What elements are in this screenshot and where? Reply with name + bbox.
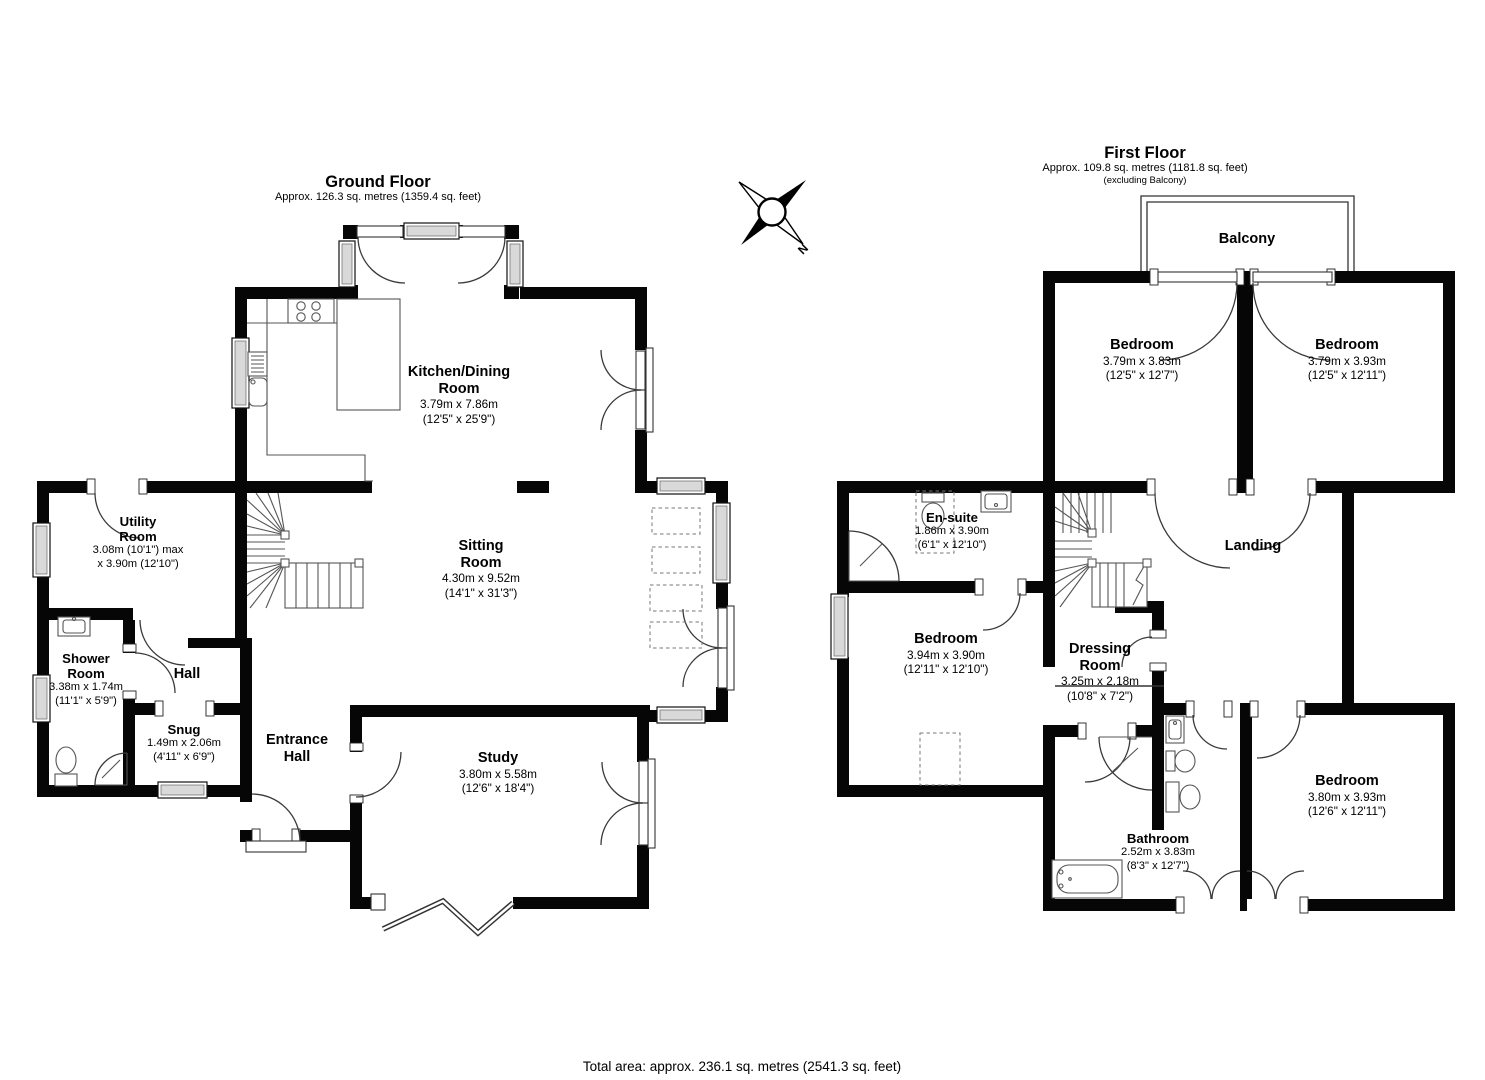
- ground-doors: [86, 225, 735, 911]
- room-label-bedroom-nw: Bedroom 3.79m x 3.83m (12'5" x 12'7"): [1102, 337, 1182, 383]
- room-label-kitchen: Kitchen/Dining Room 3.79m x 7.86m (12'5"…: [407, 364, 511, 426]
- kitchen-counter: [247, 298, 401, 482]
- first-walls: [837, 271, 1455, 911]
- ground-zigzag-opening: [381, 897, 515, 937]
- first-floor-title: First Floor Approx. 109.8 sq. metres (11…: [1042, 144, 1248, 186]
- room-label-bedroom-ne: Bedroom 3.79m x 3.93m (12'5" x 12'11"): [1307, 337, 1387, 383]
- kitchen-sink: [247, 351, 268, 407]
- ensuite-fixtures: [848, 490, 1012, 582]
- room-label-shower: Shower Room 3.38m x 1.74m (11'1" x 5'9"): [49, 651, 123, 708]
- first-windows: [830, 593, 849, 660]
- room-label-sitting: Sitting Room 4.30m x 9.52m (14'1" x 31'3…: [441, 538, 521, 600]
- bathroom-fixtures: [1051, 715, 1201, 899]
- first-stairs: [1054, 492, 1152, 608]
- room-label-snug: Snug 1.49m x 2.06m (4'11" x 6'9"): [147, 722, 221, 763]
- room-label-ensuite: En-suite 1.86m x 3.90m (6'1" x 12'10"): [915, 510, 989, 551]
- room-label-utility: Utility Room 3.08m (10'1") max x 3.90m (…: [92, 514, 184, 571]
- ground-stairs: [246, 492, 364, 609]
- room-label-bedroom-se: Bedroom 3.80m x 3.93m (12'6" x 12'11"): [1307, 773, 1387, 819]
- shower-room-fixtures: [54, 616, 128, 787]
- balcony-outline: [1140, 195, 1355, 271]
- ground-floor-plan: [32, 222, 735, 937]
- page-title: Ground Floor: [325, 173, 431, 191]
- room-label-bathroom: Bathroom 2.52m x 3.83m (8'3" x 12'7"): [1121, 831, 1195, 872]
- compass-north-label: N: [795, 241, 811, 257]
- total-area-text: Total area: approx. 236.1 sq. metres (25…: [582, 1059, 902, 1074]
- room-label-entrance-hall: Entrance Hall: [265, 732, 329, 765]
- room-label-landing: Landing: [1224, 538, 1282, 554]
- room-label-dressing: Dressing Room 3.25m x 2.18m (10'8" x 7'2…: [1060, 641, 1140, 703]
- room-label-hall: Hall: [173, 666, 201, 682]
- first-doors: [974, 268, 1336, 914]
- bedroom-furniture: [919, 732, 961, 786]
- compass-icon: N: [738, 180, 811, 257]
- first-floor-plan: [830, 195, 1455, 914]
- room-label-bedroom-w: Bedroom 3.94m x 3.90m (12'11" x 12'10"): [903, 631, 989, 677]
- ground-walls: [37, 225, 728, 909]
- room-label-study: Study 3.80m x 5.58m (12'6" x 18'4"): [458, 750, 538, 796]
- room-label-balcony: Balcony: [1218, 231, 1276, 247]
- ground-floor-title: Ground Floor Approx. 126.3 sq. metres (1…: [274, 173, 482, 203]
- sitting-room-furniture: [649, 507, 703, 649]
- ground-windows: [32, 222, 731, 799]
